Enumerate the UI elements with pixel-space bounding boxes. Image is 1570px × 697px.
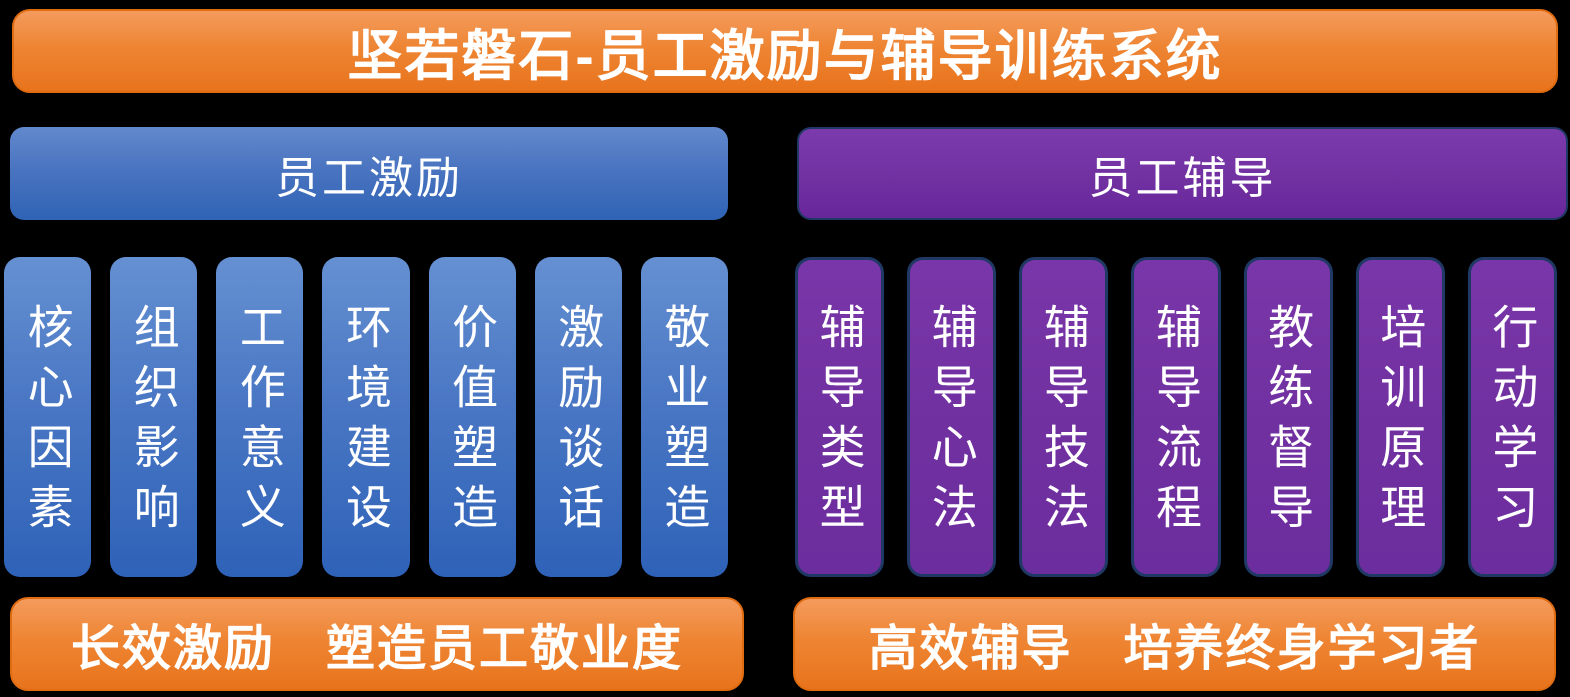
- coaching-column-label: 培训原理: [1374, 303, 1427, 543]
- motivation-column: 环境建设: [322, 257, 410, 577]
- page-title: 坚若磐石-员工激励与辅导训练系统: [347, 25, 1223, 87]
- coaching-footer-banner: 高效辅导 培养终身学习者: [793, 597, 1556, 691]
- motivation-footer-label: 长效激励 塑造员工敬业度: [70, 621, 683, 676]
- coaching-column-label: 辅导心法: [925, 303, 978, 543]
- coaching-column: 辅导流程: [1131, 257, 1221, 577]
- coaching-column: 行动学习: [1467, 257, 1557, 577]
- coaching-column: 辅导类型: [795, 257, 885, 577]
- coaching-column-label: 辅导技法: [1037, 303, 1090, 543]
- coaching-column: 教练督导: [1243, 257, 1333, 577]
- coaching-column: 辅导心法: [907, 257, 997, 577]
- motivation-column-label: 核心因素: [21, 303, 74, 543]
- motivation-column-label: 工作意义: [233, 303, 286, 543]
- motivation-header-label: 员工激励: [275, 153, 463, 203]
- motivation-column-label: 环境建设: [339, 303, 392, 543]
- coaching-column-label: 行动学习: [1486, 303, 1539, 543]
- coaching-column: 培训原理: [1355, 257, 1445, 577]
- title-banner: 坚若磐石-员工激励与辅导训练系统: [12, 9, 1558, 93]
- motivation-column: 敬业塑造: [640, 257, 728, 577]
- coaching-header-label: 员工辅导: [1088, 153, 1277, 203]
- coaching-column: 辅导技法: [1019, 257, 1109, 577]
- motivation-section-header: 员工激励: [10, 127, 728, 220]
- coaching-column-label: 辅导类型: [813, 303, 866, 543]
- motivation-column-label: 组织影响: [127, 303, 180, 543]
- motivation-column: 核心因素: [4, 257, 92, 577]
- coaching-columns-row: 辅导类型 辅导心法 辅导技法 辅导流程 教练督导 培训原理 行动学习: [795, 257, 1557, 577]
- coaching-section-header: 员工辅导: [797, 127, 1568, 220]
- coaching-footer-label: 高效辅导 培养终身学习者: [868, 621, 1481, 676]
- motivation-column: 工作意义: [216, 257, 304, 577]
- coaching-column-label: 教练督导: [1262, 303, 1315, 543]
- motivation-footer-banner: 长效激励 塑造员工敬业度: [10, 597, 744, 691]
- motivation-column-label: 敬业塑造: [658, 303, 711, 543]
- motivation-column: 价值塑造: [428, 257, 516, 577]
- motivation-column-label: 价值塑造: [446, 303, 499, 543]
- motivation-columns-row: 核心因素 组织影响 工作意义 环境建设 价值塑造 激励谈话 敬业塑造: [4, 257, 728, 577]
- motivation-column: 组织影响: [110, 257, 198, 577]
- motivation-column-label: 激励谈话: [552, 303, 605, 543]
- motivation-column: 激励谈话: [534, 257, 622, 577]
- coaching-column-label: 辅导流程: [1149, 303, 1202, 543]
